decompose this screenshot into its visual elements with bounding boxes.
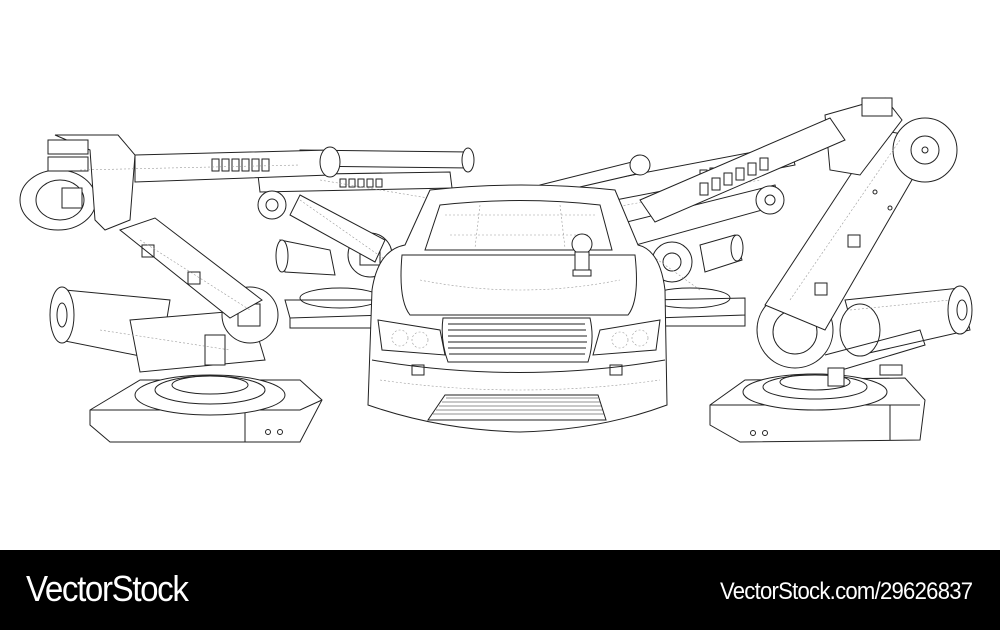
illustration (19, 97, 973, 443)
robot-arm-left-back (257, 147, 475, 329)
car-front-view (367, 184, 668, 433)
brand-logo: VectorStock (26, 568, 189, 609)
robot-arm-left-front (19, 134, 341, 443)
robot-assembly-line-drawing (19, 97, 973, 443)
robot-arm-right-front (639, 97, 973, 443)
watermark-footer: VectorStock VectorStock.com/29626837 (0, 550, 1000, 630)
image-reference: VectorStock.com/29626837 (719, 578, 973, 605)
